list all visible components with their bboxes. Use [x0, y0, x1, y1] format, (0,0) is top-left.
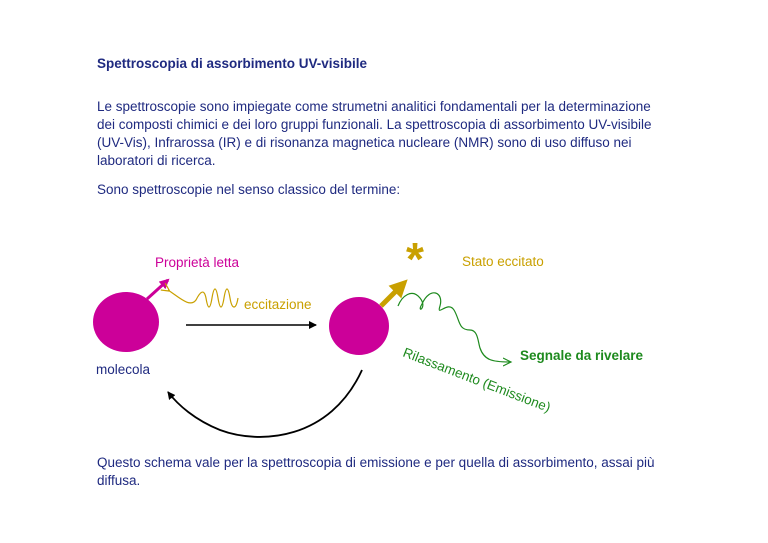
molecule-label: molecola	[96, 362, 151, 377]
signal-label: Segnale da rivelare	[520, 348, 644, 363]
excited-state-arrow	[379, 279, 408, 308]
property-arrow	[145, 278, 170, 301]
property-label: Proprietà letta	[155, 255, 240, 270]
excitation-wave	[168, 289, 239, 308]
classic-sense-paragraph: Sono spettroscopie nel senso classico de…	[97, 182, 401, 197]
intro-paragraph: Le spettroscopie sono impiegate come str…	[97, 99, 652, 168]
excited-star: *	[406, 233, 424, 285]
excited-state-label: Stato eccitato	[462, 254, 544, 269]
excitation-label: eccitazione	[244, 297, 312, 312]
emission-wave	[397, 292, 510, 362]
scheme-note-paragraph: Questo schema vale per la spettroscopia …	[97, 455, 655, 488]
molecule-ground-state	[93, 292, 159, 352]
return-arrow	[167, 369, 363, 438]
molecule-excited-state	[329, 297, 389, 355]
slide-title: Spettroscopia di assorbimento UV-visibil…	[97, 56, 368, 71]
